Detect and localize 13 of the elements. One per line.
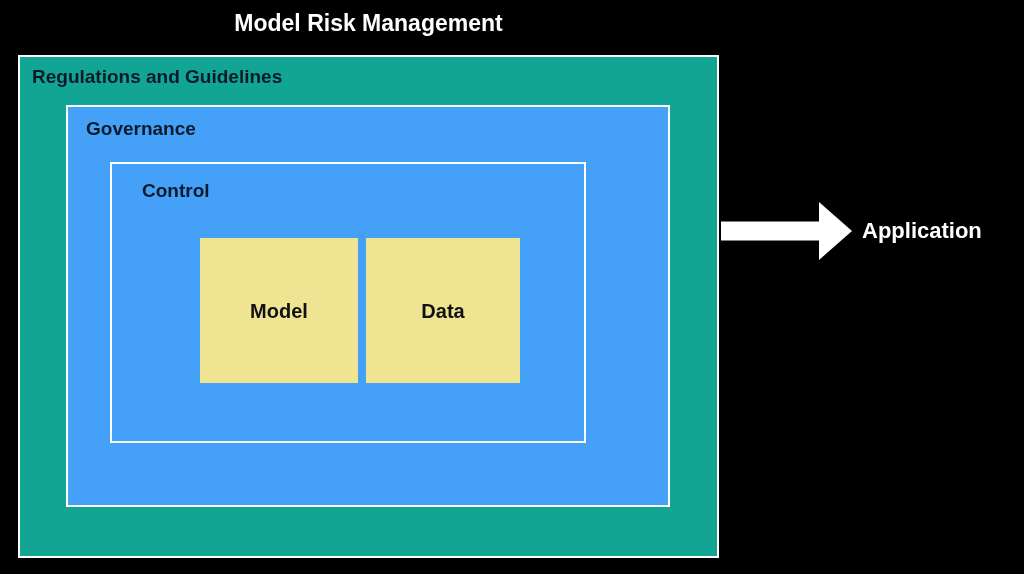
box-label: Model <box>250 298 308 323</box>
output-label: Application <box>862 217 982 245</box>
box-label: Data <box>421 298 465 323</box>
box-heading: Governance <box>86 117 196 140</box>
box-heading: Control <box>142 179 210 202</box>
block-arrow <box>721 202 852 260</box>
box-heading: Regulations and Guidelines <box>32 65 283 88</box>
nested-box <box>110 162 586 443</box>
content-box <box>200 238 358 383</box>
diagram-title: Model Risk Management <box>234 9 503 38</box>
outer-box <box>18 55 719 558</box>
nested-box <box>66 105 670 507</box>
content-box <box>366 238 520 383</box>
